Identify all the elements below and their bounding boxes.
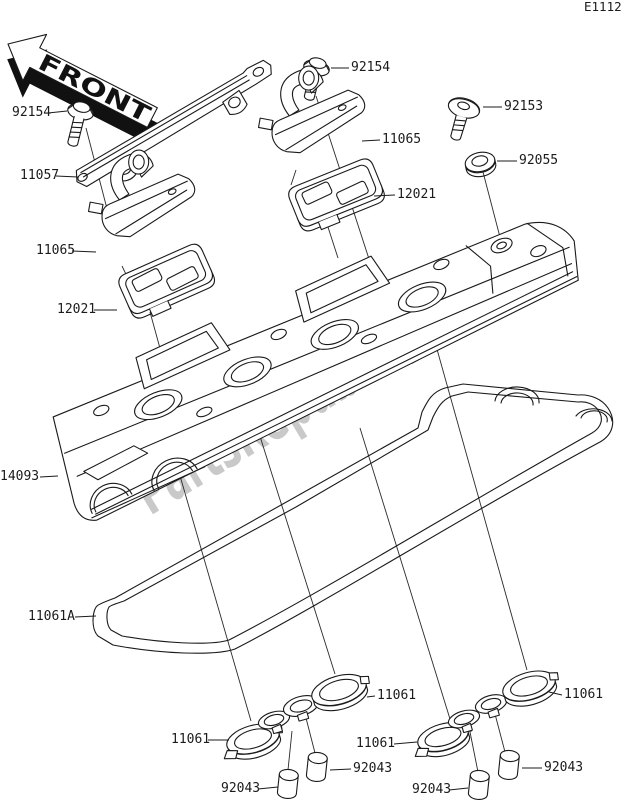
cover-gasket <box>92 383 614 654</box>
part-label-92043: 92043 <box>412 782 452 797</box>
duct-gasket-left <box>118 243 216 319</box>
part-label-92043: 92043 <box>221 781 261 796</box>
part-label-11061a: 11061A <box>28 609 75 624</box>
part-label-92055: 92055 <box>519 153 559 168</box>
part-label-92154: 92154 <box>351 60 391 75</box>
plug-hole-gaskets <box>223 670 559 760</box>
part-label-12021: 12021 <box>57 302 97 317</box>
part-label-11061: 11061 <box>171 732 211 747</box>
damper-washer <box>464 151 497 178</box>
leader-line-92043 <box>257 786 279 790</box>
part-label-11065: 11065 <box>36 243 76 258</box>
leader-line-14093 <box>39 475 59 478</box>
leader-line-11061 <box>366 695 376 698</box>
breather-body-left <box>87 149 196 238</box>
figure-code: E1112 <box>584 0 622 14</box>
part-label-11061: 11061 <box>356 736 396 751</box>
leader-line-11065 <box>71 250 97 253</box>
rubber-plugs <box>276 749 520 800</box>
part-label-11065: 11065 <box>382 132 422 147</box>
leader-line-11057 <box>55 175 79 178</box>
cylinder-head-cover <box>52 221 579 521</box>
leader-line-92154 <box>47 110 68 114</box>
cover-bolt-left <box>67 101 94 147</box>
part-label-11061: 11061 <box>377 688 417 703</box>
mount-screw <box>447 97 481 141</box>
part-label-92154: 92154 <box>12 105 52 120</box>
part-label-11057: 11057 <box>20 168 60 183</box>
part-label-92153: 92153 <box>504 99 544 114</box>
part-label-12021: 12021 <box>397 187 437 202</box>
breather-body-right <box>257 65 366 154</box>
leader-line-11061 <box>548 691 563 696</box>
leader-line-11061a <box>74 615 97 618</box>
part-label-92043: 92043 <box>353 761 393 776</box>
part-label-11061: 11061 <box>564 687 604 702</box>
part-label-92043: 92043 <box>544 760 584 775</box>
duct-gasket-right <box>288 158 385 232</box>
part-label-14093: 14093 <box>0 469 40 484</box>
leader-line-92043 <box>448 787 469 791</box>
front-direction-arrow: FRONT <box>7 33 158 144</box>
leader-line-11065 <box>361 139 381 142</box>
leader-line-92043 <box>329 768 352 771</box>
leader-line-12021 <box>373 194 396 197</box>
leader-line-11061 <box>393 741 418 745</box>
